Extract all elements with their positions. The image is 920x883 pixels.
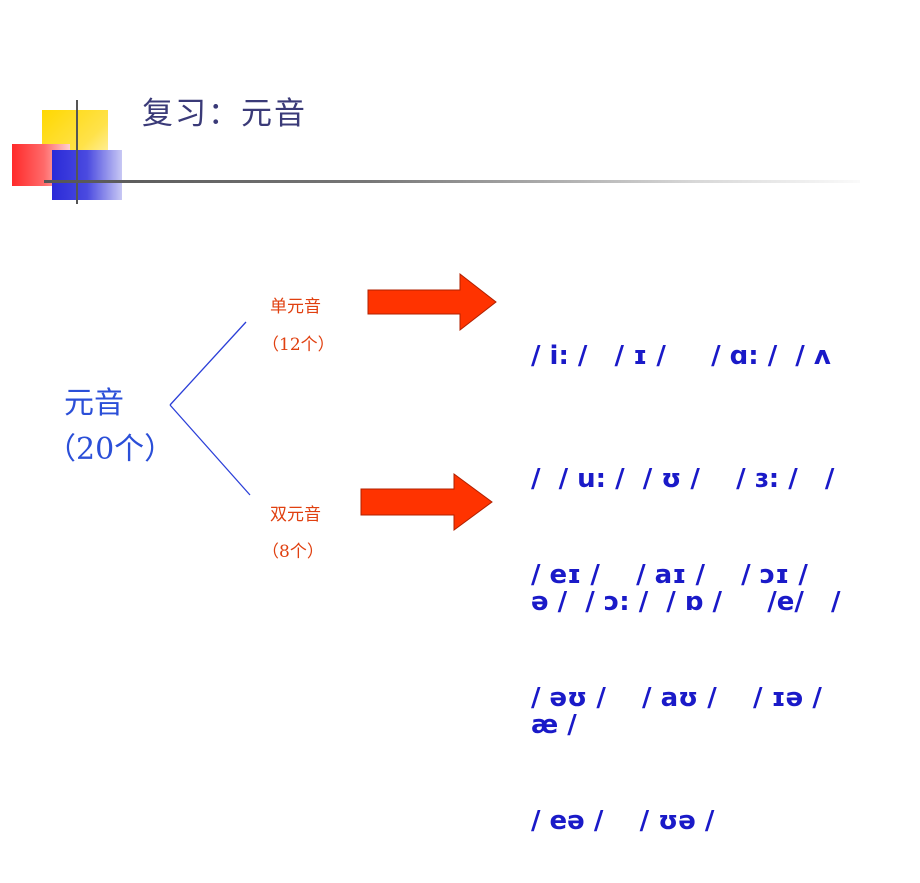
monophthong-ipa-list: / i: / / ɪ / / ɑ: / / ʌ / / u: / / ʊ / /… [531,254,841,787]
decor-vertical-line [76,100,78,204]
ipa-line: / eə / / ʊə / [531,806,715,836]
slide-title: 复习：元音 [142,96,307,132]
branch-line-upper [169,321,247,406]
decor-blue-square [52,150,122,200]
branch-line-lower [169,404,251,496]
ipa-line: / eɪ / / aɪ / / ɔɪ / [531,560,808,590]
monophthong-label: 单元音 [270,297,321,317]
arrow-right-icon [360,473,493,531]
monophthong-count: （12个） [262,335,335,355]
ipa-line: / i: / / ɪ / / ɑ: / / ʌ [531,341,831,371]
root-label: 元音 [64,386,124,421]
ipa-line: / əʊ / / aʊ / / ɪə / [531,683,822,713]
tree-diagram [169,272,497,531]
ipa-line: ə / / ɔ: / / ɒ / /e/ / [531,587,841,617]
root-count: （20个） [46,432,175,467]
diphthong-ipa-list: / eɪ / / aɪ / / ɔɪ / / əʊ / / aʊ / / ɪə … [531,473,822,883]
title-underline [44,180,860,183]
diphthong-label: 双元音 [270,505,321,525]
arrow-right-icon [367,272,497,332]
ipa-line: / / u: / / ʊ / / ɜ: / / [531,464,835,494]
diphthong-count: （8个） [262,542,324,562]
